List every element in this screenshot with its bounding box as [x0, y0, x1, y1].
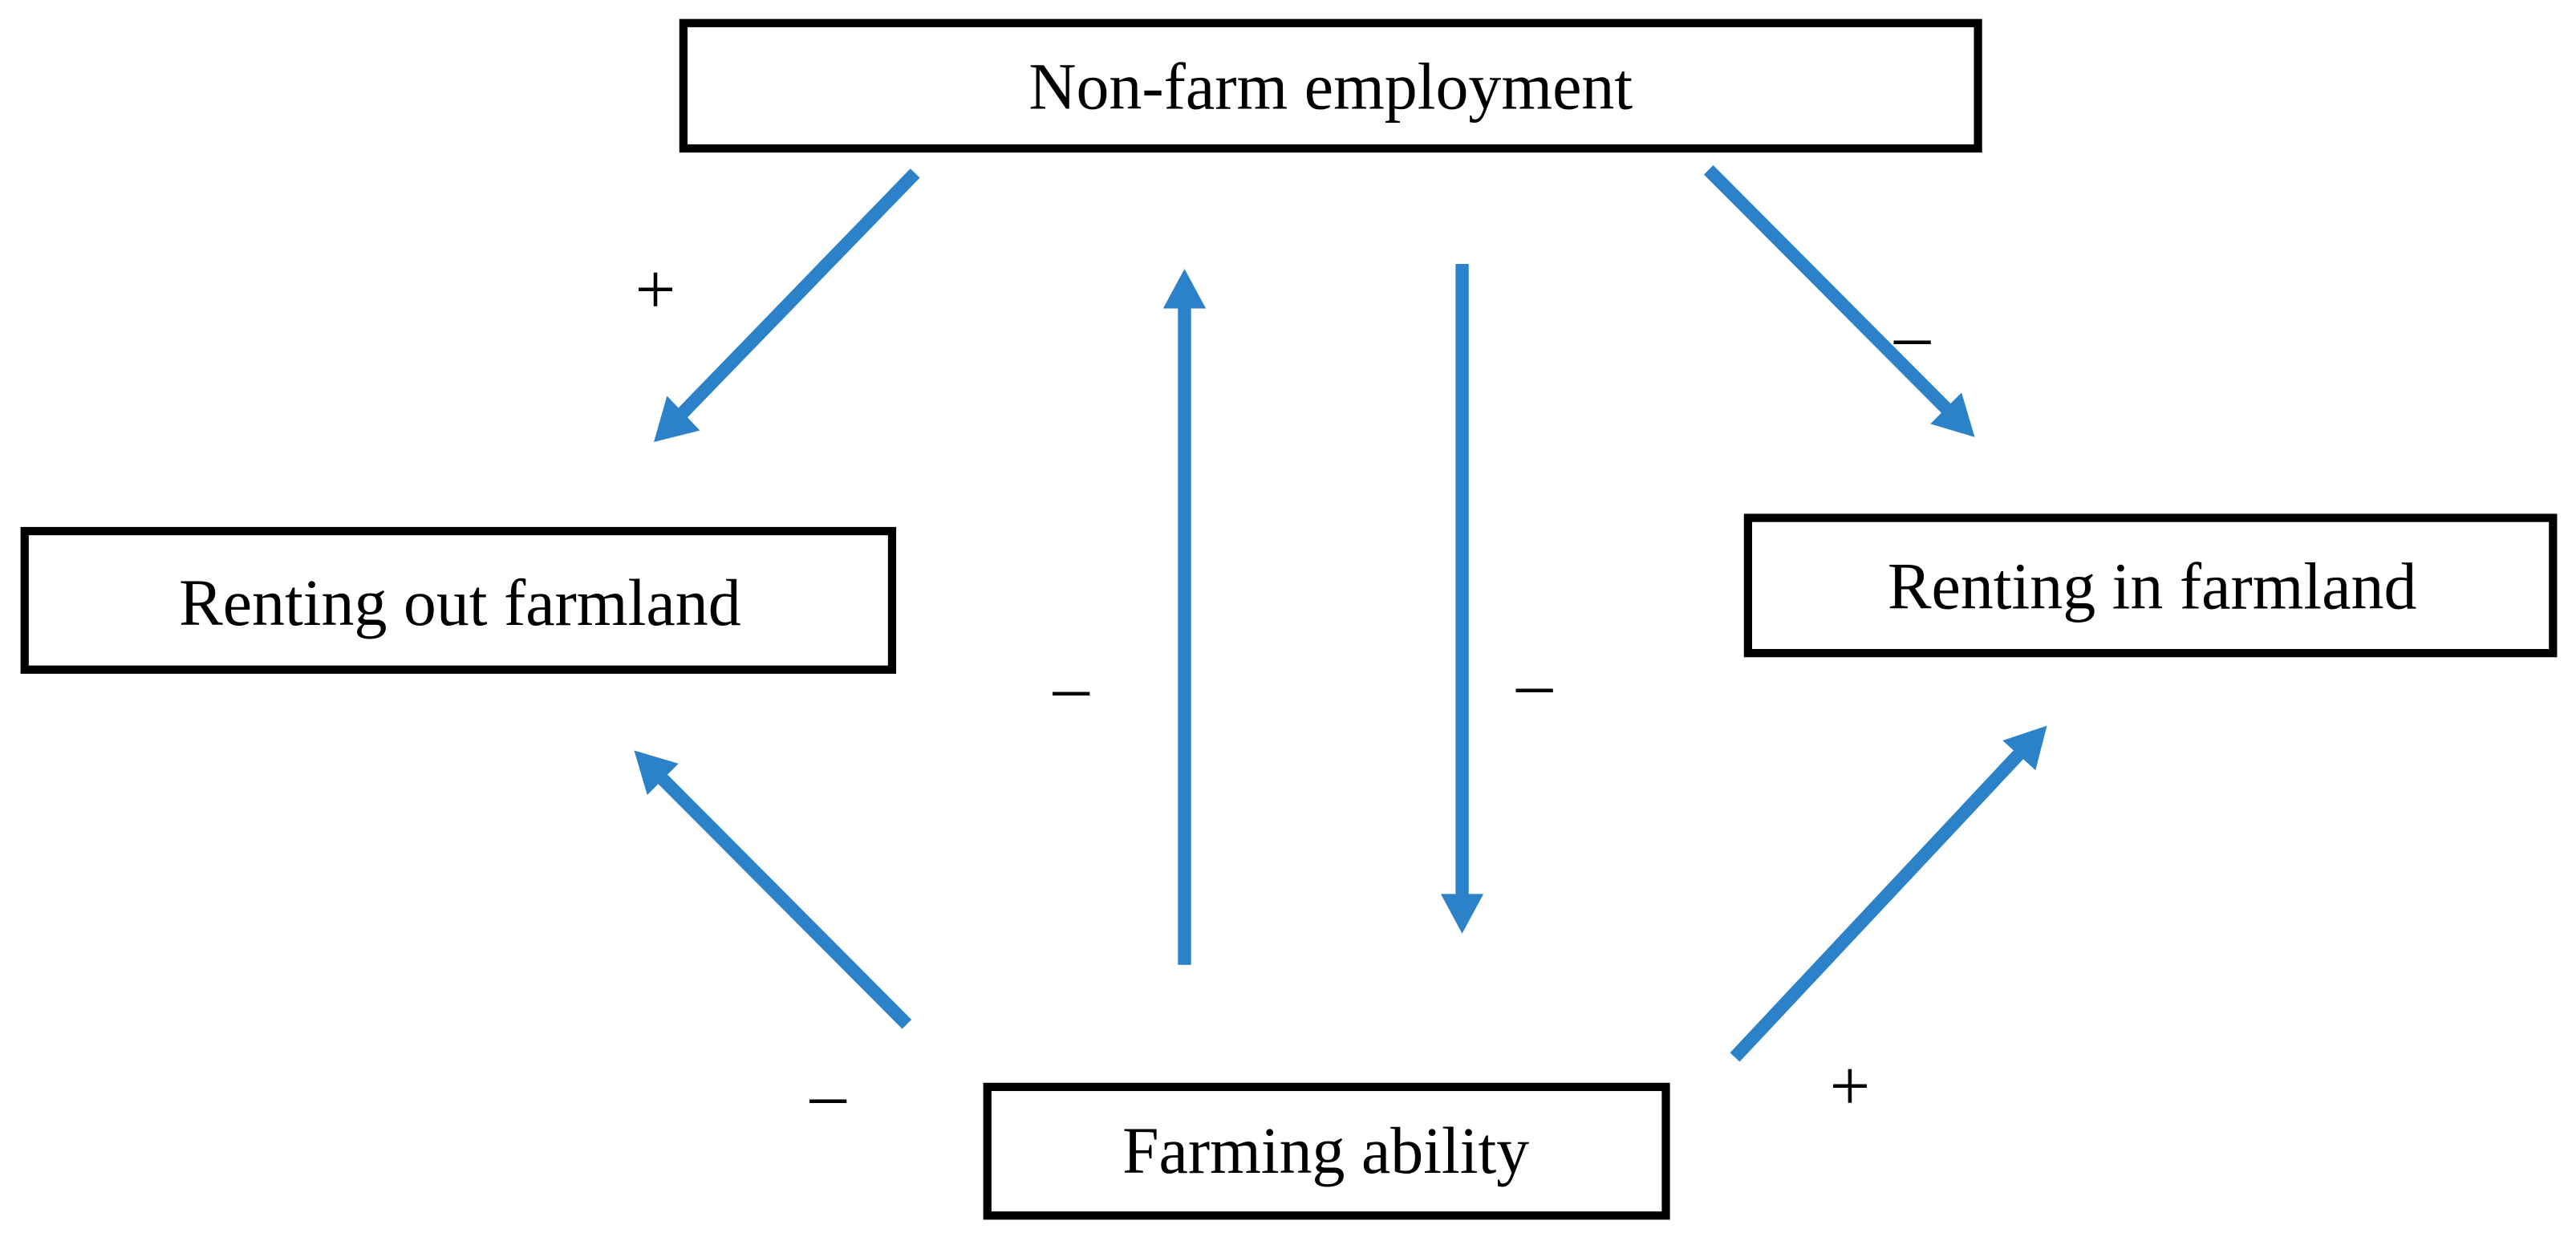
- edge-sign: +: [635, 249, 676, 329]
- node-non-farm-employment: Non-farm employment: [679, 18, 1982, 153]
- node-label: Non-farm employment: [1028, 51, 1633, 124]
- arrow-line: [652, 769, 912, 1029]
- edge-sign: –: [1515, 643, 1553, 724]
- edge-sign: –: [809, 1054, 847, 1134]
- arrow-line: [1730, 744, 2029, 1062]
- node-label: Renting out farmland: [179, 566, 741, 639]
- arrowhead-icon: [654, 395, 700, 443]
- arrowhead-icon: [1930, 392, 1975, 437]
- edge-nonfarm-to-rentout: +: [635, 168, 920, 443]
- edge-sign: +: [1829, 1046, 1870, 1126]
- node-label: Farming ability: [1122, 1114, 1529, 1187]
- node-label: Renting in farmland: [1888, 550, 2417, 623]
- node-renting-out-farmland: Renting out farmland: [20, 526, 897, 674]
- node-box: [679, 18, 1982, 153]
- edge-farming-to-nonfarm: –: [1053, 269, 1207, 965]
- edge-sign: –: [1893, 295, 1931, 375]
- node-farming-ability: Farming ability: [983, 1082, 1670, 1220]
- arrowhead-icon: [1440, 894, 1484, 934]
- edge-nonfarm-to-rentin: –: [1703, 164, 1975, 437]
- edge-farming-to-rentin: +: [1730, 725, 2047, 1126]
- node-box: [983, 1082, 1670, 1220]
- node-renting-in-farmland: Renting in farmland: [1743, 513, 2558, 658]
- edge-sign: –: [1053, 647, 1090, 727]
- arrow-line: [1703, 164, 1957, 419]
- arrowhead-icon: [634, 750, 679, 795]
- edge-farming-to-rentout: –: [634, 750, 912, 1134]
- arrow-line: [671, 168, 920, 424]
- edge-nonfarm-to-farming: –: [1440, 263, 1553, 934]
- node-box: [20, 526, 897, 674]
- node-box: [1743, 513, 2558, 658]
- arrowhead-icon: [1162, 269, 1207, 309]
